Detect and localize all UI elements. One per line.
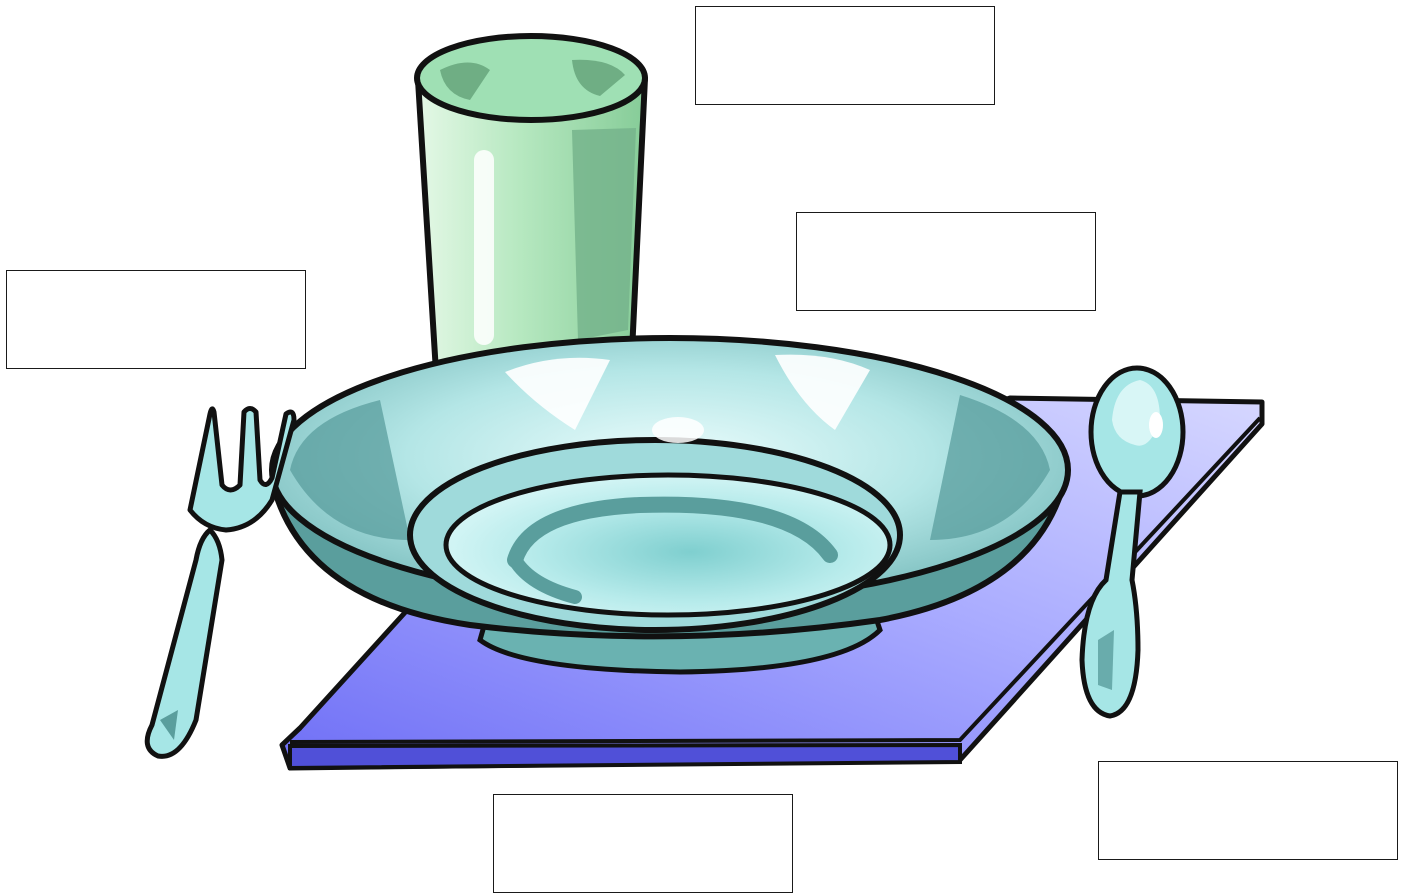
answer-box-bowl[interactable] [796, 212, 1096, 311]
answer-box-placemat[interactable] [493, 794, 793, 893]
answer-box-spoon[interactable] [1098, 761, 1398, 860]
answer-box-fork[interactable] [6, 270, 306, 369]
glass [417, 36, 645, 372]
answer-box-glass[interactable] [695, 6, 995, 105]
